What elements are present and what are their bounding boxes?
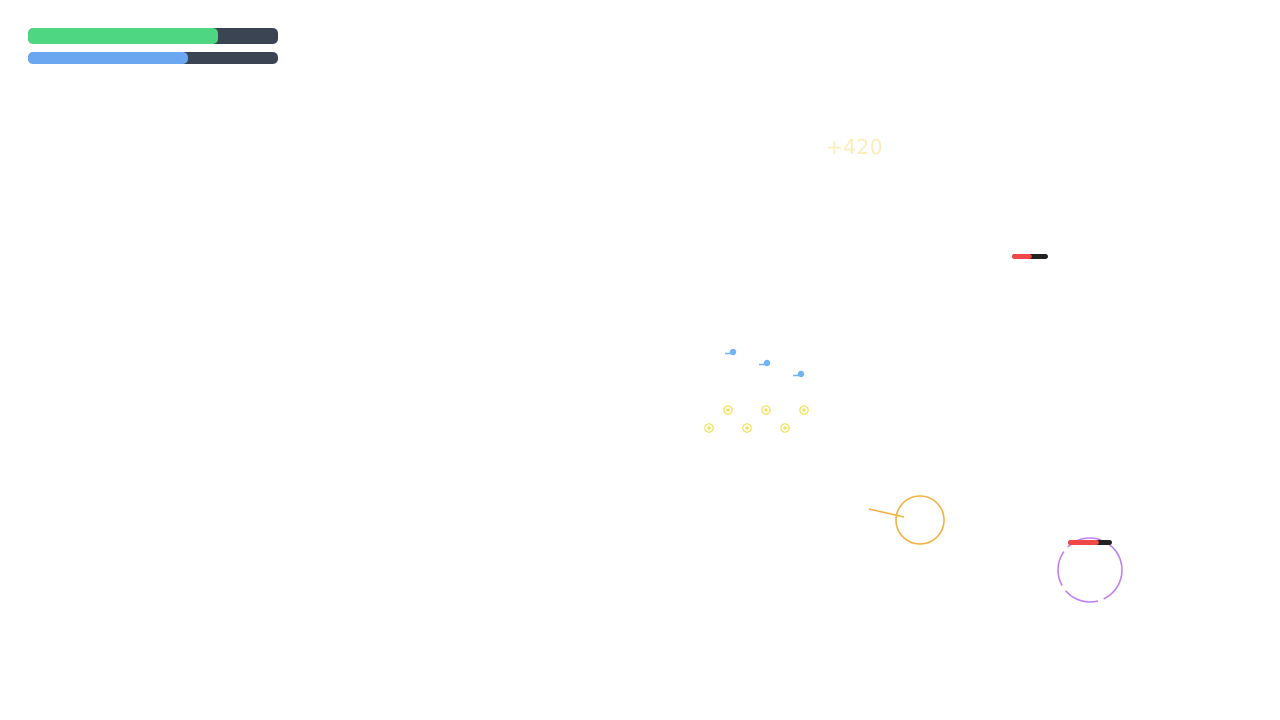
player[interactable] bbox=[868, 495, 945, 545]
energy-bar-fill bbox=[28, 52, 188, 64]
enemy-health-bar bbox=[1012, 254, 1048, 259]
health-bar bbox=[28, 28, 278, 44]
score-popup: +420 bbox=[826, 135, 883, 159]
coin-icon bbox=[799, 405, 809, 415]
drone-icon bbox=[725, 348, 737, 356]
drone-icon bbox=[793, 370, 805, 378]
coin-icon bbox=[723, 405, 733, 415]
drone-icon bbox=[759, 359, 771, 367]
health-bar-fill bbox=[28, 28, 218, 44]
enemy-ring bbox=[1057, 537, 1123, 603]
enemy-health-fill bbox=[1012, 254, 1032, 259]
energy-bar bbox=[28, 52, 278, 64]
aim-line-icon bbox=[868, 508, 905, 518]
enemy[interactable] bbox=[1057, 537, 1123, 603]
enemy-health-fill bbox=[1068, 540, 1099, 545]
coin-icon bbox=[761, 405, 771, 415]
player-ring bbox=[895, 495, 945, 545]
coin-icon bbox=[742, 423, 752, 433]
coin-icon bbox=[704, 423, 714, 433]
coin-icon bbox=[780, 423, 790, 433]
